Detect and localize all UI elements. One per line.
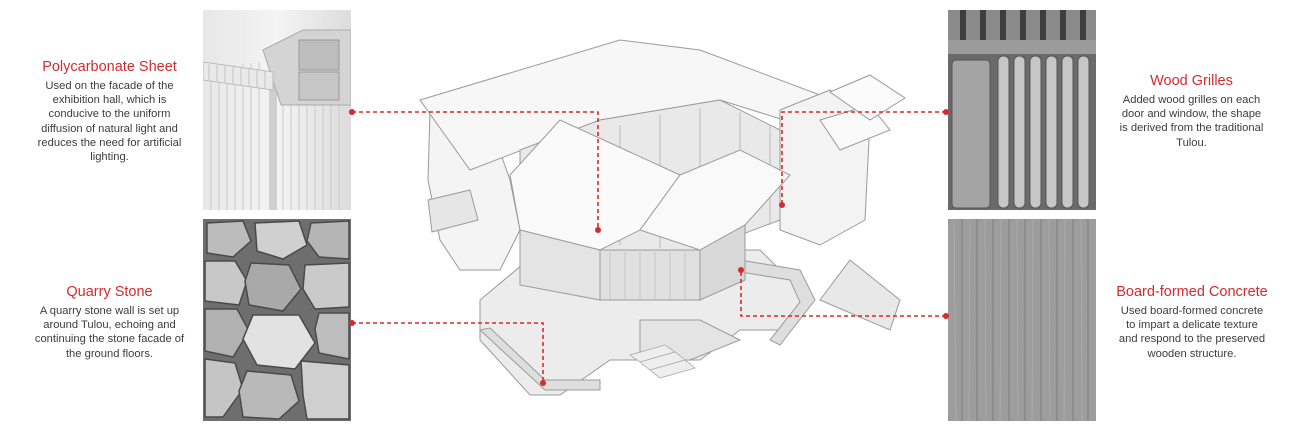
stone-swatch — [203, 219, 351, 421]
wood-grille-swatch — [948, 10, 1096, 210]
polycarbonate-title: Polycarbonate Sheet — [42, 59, 177, 75]
quarry-stone-title: Quarry Stone — [66, 284, 153, 300]
desc-line: Used board-formed concrete — [1120, 305, 1264, 317]
concrete-description: Used board-formed concrete to impart a d… — [1097, 304, 1287, 361]
desc-line: Used on the facade of the — [45, 80, 174, 92]
desc-line: exhibition hall, which is — [52, 94, 167, 107]
desc-line: lighting. — [90, 151, 129, 164]
wood-grilles-title: Wood Grilles — [1150, 73, 1233, 89]
polycarbonate-swatch — [203, 10, 351, 210]
concrete-title: Board-formed Concrete — [1116, 284, 1268, 300]
desc-line: wooden structure. — [1147, 347, 1237, 360]
desc-line: to impart a delicate texture — [1126, 319, 1258, 332]
quarry-stone-label: Quarry Stone A quarry stone wall is set … — [22, 283, 197, 361]
desc-line: Added wood grilles on each — [1122, 94, 1261, 106]
desc-line: the ground floors. — [65, 347, 154, 360]
desc-line: is derived from the traditional — [1119, 122, 1264, 135]
polycarbonate-label: Polycarbonate Sheet Used on the facade o… — [22, 58, 197, 164]
wood-grilles-description: Added wood grilles on each door and wind… — [1104, 93, 1279, 150]
desc-line: and respond to the preserved — [1118, 333, 1266, 346]
desc-line: reduces the need for artificial — [37, 136, 182, 149]
desc-line: around Tulou, echoing and — [43, 319, 176, 332]
desc-line: diffusion of natural light and — [41, 122, 178, 135]
polycarbonate-description: Used on the facade of the exhibition hal… — [22, 79, 197, 164]
wood-grilles-label: Wood Grilles Added wood grilles on each … — [1104, 72, 1279, 150]
quarry-stone-description: A quarry stone wall is set up around Tul… — [22, 304, 197, 361]
desc-line: conducive to the uniform — [48, 108, 171, 121]
desc-line: door and window, the shape — [1121, 108, 1262, 121]
desc-line: Tulou. — [1176, 136, 1207, 149]
concrete-label: Board-formed Concrete Used board-formed … — [1097, 283, 1287, 361]
concrete-swatch — [948, 219, 1096, 421]
desc-line: continuing the stone facade of — [34, 333, 185, 346]
desc-line: A quarry stone wall is set up — [39, 305, 180, 317]
